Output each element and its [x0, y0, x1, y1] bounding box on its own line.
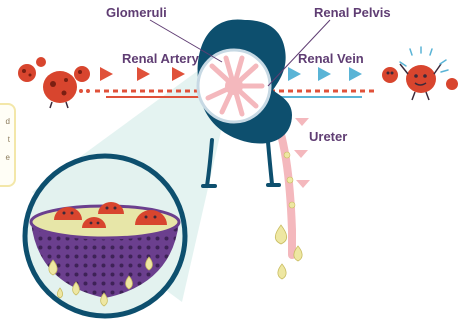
red-blood-cell-icon [446, 78, 458, 90]
artery-dots [79, 89, 90, 93]
urine-drop-icon [275, 225, 286, 244]
red-blood-cell-icon [74, 66, 90, 82]
glomerulus [198, 50, 270, 122]
label-glomeruli: Glomeruli [106, 5, 167, 20]
ureter-arrows [294, 118, 310, 188]
label-renal-vein: Renal Vein [298, 51, 364, 66]
label-ureter: Ureter [309, 129, 347, 144]
kidney-leg [268, 142, 272, 184]
label-renal-pelvis: Renal Pelvis [314, 5, 391, 20]
red-blood-cell-icon [18, 64, 36, 82]
renal-vein [270, 67, 375, 97]
flow-arrow-icon [137, 67, 150, 81]
red-blood-cell-icon [382, 67, 398, 83]
flow-arrow-icon [100, 67, 113, 81]
red-blood-cell-icon [36, 57, 46, 67]
red-blood-cell-icon [400, 64, 441, 100]
zoom-circle [25, 156, 185, 316]
urine-drop-icon [278, 264, 286, 279]
flow-arrow-icon [288, 67, 301, 81]
flow-arrow-icon [349, 67, 362, 81]
red-blood-cell-icon [43, 71, 77, 108]
flow-arrow-icon [172, 67, 185, 81]
label-renal-artery: Renal Artery [122, 51, 199, 66]
flow-arrow-icon [318, 67, 331, 81]
